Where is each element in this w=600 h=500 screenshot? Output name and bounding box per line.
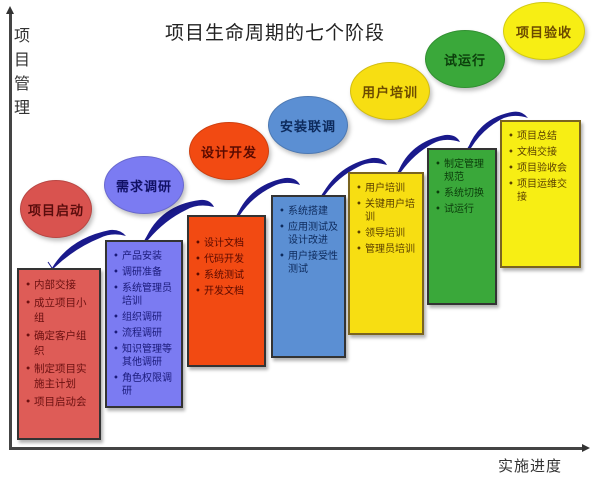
- arrow-3-icon: [237, 177, 300, 215]
- stage-4-ellipse: 安装联调: [268, 96, 348, 154]
- task-item: 项目启动会: [25, 395, 95, 410]
- task-item: 制定项目实施主计划: [25, 362, 95, 392]
- task-item: 试运行: [435, 203, 491, 216]
- stage-1-ellipse: 项目启动: [20, 180, 92, 238]
- stage-3-ellipse: 设计开发: [189, 122, 269, 180]
- arrow-6-icon: [468, 111, 528, 148]
- stage-4-name: 安装联调: [279, 119, 336, 135]
- task-item: 调研准备: [113, 266, 177, 279]
- arrow-2-icon: [145, 199, 214, 240]
- stage-6-ellipse: 试运行: [425, 30, 505, 88]
- task-item: 文档交接: [508, 146, 575, 159]
- task-item: 管理员培训: [356, 243, 418, 256]
- task-item: 产品安装: [113, 250, 177, 263]
- task-item: 应用测试及设计改进: [279, 221, 340, 247]
- x-axis-label: 实施进度: [498, 457, 563, 475]
- stage-6-tasks: 制定管理规范 系统切换 试运行: [427, 148, 497, 305]
- task-item: 用户培训: [356, 182, 418, 195]
- task-item: 用户接受性测试: [279, 250, 340, 276]
- task-item: 系统测试: [195, 269, 260, 282]
- stage-2-name: 需求调研: [115, 179, 172, 195]
- task-item: 制定管理规范: [435, 158, 491, 184]
- stage-5-tasks: 用户培训 关键用户培训 领导培训 管理员培训: [348, 172, 424, 335]
- task-item: 成立项目小组: [25, 296, 95, 326]
- task-item: 系统切换: [435, 187, 491, 200]
- y-axis: [6, 6, 14, 450]
- task-item: 内部交接: [25, 278, 95, 293]
- task-item: 系统管理员培训: [113, 282, 177, 308]
- task-item: 设计文档: [195, 237, 260, 250]
- x-axis: [9, 444, 590, 452]
- task-item: 开发文档: [195, 285, 260, 298]
- task-item: 项目总结: [508, 130, 575, 143]
- task-item: 知识管理等其他调研: [113, 343, 177, 369]
- y-axis-label: 项目管理: [13, 26, 30, 117]
- stage-1-tasks: 内部交接 成立项目小组 确定客户组织 制定项目实施主计划 项目启动会: [17, 268, 101, 440]
- stage-2-ellipse: 需求调研: [104, 156, 184, 214]
- arrow-1-icon: [52, 229, 126, 268]
- task-item: 项目验收会: [508, 162, 575, 175]
- task-item: 关键用户培训: [356, 198, 418, 224]
- stage-6-name: 试运行: [443, 53, 486, 69]
- task-item: 项目运维交接: [508, 178, 575, 204]
- stage-3-tasks: 设计文档 代码开发 系统测试 开发文档: [187, 215, 266, 367]
- diagram-title: 项目生命周期的七个阶段: [164, 22, 385, 44]
- arrow-5-icon: [398, 134, 460, 172]
- stage-7-ellipse: 项目验收: [503, 2, 585, 60]
- arrow-4-icon: [322, 157, 387, 195]
- stage-7-name: 项目验收: [515, 25, 572, 41]
- task-item: 流程调研: [113, 327, 177, 340]
- stage-1-name: 项目启动: [27, 203, 84, 219]
- stage-2-tasks: 产品安装 调研准备 系统管理员培训 组织调研 流程调研 知识管理等其他调研 角色…: [105, 240, 183, 408]
- task-item: 角色权限调研: [113, 372, 177, 398]
- task-item: 组织调研: [113, 311, 177, 324]
- task-item: 领导培训: [356, 227, 418, 240]
- stage-5-name: 用户培训: [361, 85, 418, 101]
- stage-4-tasks: 系统搭建 应用测试及设计改进 用户接受性测试: [271, 195, 346, 358]
- stage-7-tasks: 项目总结 文档交接 项目验收会 项目运维交接: [500, 120, 581, 268]
- task-item: 确定客户组织: [25, 329, 95, 359]
- stage-3-name: 设计开发: [200, 145, 257, 161]
- task-item: 代码开发: [195, 253, 260, 266]
- task-item: 系统搭建: [279, 205, 340, 218]
- stage-5-ellipse: 用户培训: [350, 62, 430, 120]
